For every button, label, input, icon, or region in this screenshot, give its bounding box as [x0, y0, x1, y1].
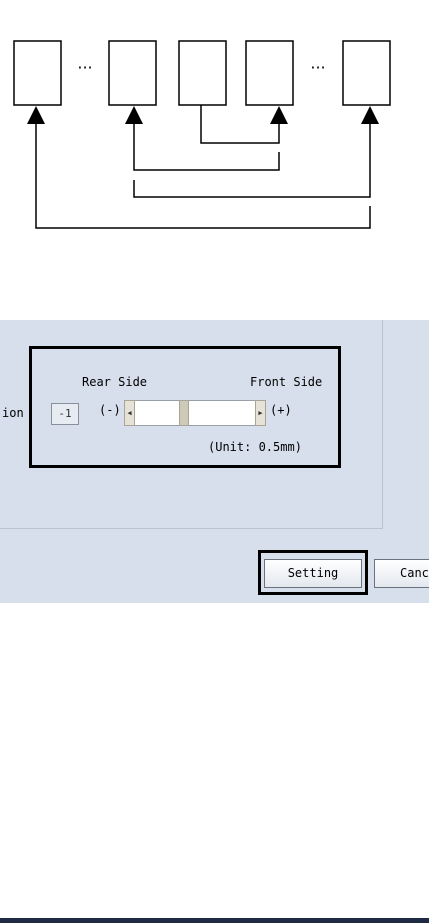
setting-button[interactable]: Setting: [264, 559, 362, 588]
current-value-display: -1: [51, 403, 79, 425]
ellipsis-left: ···: [77, 58, 92, 77]
unit-label: (Unit: 0.5mm): [208, 440, 302, 454]
arrow-left-icon[interactable]: ◀: [124, 400, 135, 426]
page-box-4: [245, 40, 294, 106]
minus-label: (-): [99, 403, 121, 417]
page-order-diagram: ··· ···: [13, 40, 391, 229]
adjustment-slider[interactable]: [124, 400, 266, 426]
ellipsis-right: ···: [310, 58, 325, 77]
rear-side-label: Rear Side: [82, 375, 148, 389]
connector-middle: [133, 118, 280, 171]
plus-label: (+): [270, 403, 292, 417]
arrow-right-icon[interactable]: ▶: [255, 400, 266, 426]
page-box-2: [108, 40, 157, 106]
arrow-up-icon: [27, 106, 45, 124]
bottom-bar: [0, 918, 429, 923]
slider-highlight-frame: [29, 346, 341, 468]
setting-button-highlight: [258, 550, 368, 595]
front-side-label: Front Side: [250, 375, 323, 389]
cancel-button[interactable]: Canc: [374, 559, 429, 588]
row-label: ion: [2, 406, 24, 420]
connector-inner: [200, 105, 280, 144]
connector-outer-upper: [133, 118, 371, 198]
arrow-up-icon: [361, 106, 379, 124]
slider-thumb[interactable]: [179, 400, 189, 426]
page-box-1: [13, 40, 62, 106]
arrow-up-icon: [270, 106, 288, 124]
page-box-5: [342, 40, 391, 106]
connector-outer: [35, 118, 371, 229]
page-box-3: [178, 40, 227, 106]
arrow-up-icon: [125, 106, 143, 124]
